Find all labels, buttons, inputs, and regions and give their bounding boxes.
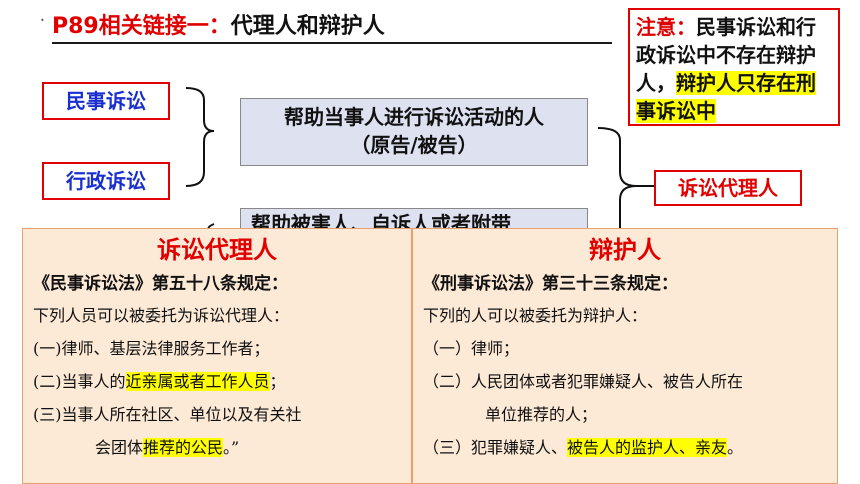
title-prefix: P89相关链接一： — [52, 14, 231, 39]
panel-left-item3-cont: 会团体推荐的公民。” — [33, 431, 401, 464]
panel-right-item1: （一）律师； — [423, 339, 520, 358]
litigation-agent-panel: 诉讼代理人 《民事诉讼法》第五十八条规定： 下列人员可以被委托为诉讼代理人： (… — [22, 228, 412, 484]
item3-highlight: 推荐的公民 — [143, 438, 224, 457]
title-underline — [52, 42, 612, 44]
r-item3-prefix: （三）犯罪嫌疑人、 — [423, 438, 568, 457]
panel-right-item2-cont: 单位推荐的人； — [485, 405, 598, 424]
right-brace — [597, 127, 637, 228]
item3-prefix: 会团体 — [95, 438, 144, 457]
helper-definition-box: 帮助当事人进行诉讼活动的人 （原告/被告） — [240, 98, 588, 166]
panel-right-law: 《刑事诉讼法》第三十三条规定： — [423, 274, 678, 294]
civil-litigation-box: 民事诉讼 — [42, 82, 170, 120]
defender-panel: 辩护人 《刑事诉讼法》第三十三条规定： 下列的人可以被委托为辩护人： （一）律师… — [412, 228, 838, 484]
panel-left-item2: (二)当事人的近亲属或者工作人员； — [33, 365, 401, 398]
note-text: 民事诉讼和行政诉讼中不存在辩护人， — [636, 15, 816, 95]
panel-left-intro: 下列人员可以被委托为诉讼代理人： — [33, 306, 290, 325]
page-title: P89相关链接一：代理人和辩护人 — [52, 8, 385, 40]
r-item3-suffix: 。 — [727, 438, 744, 457]
panel-right-item2: （二）人民团体或者犯罪嫌疑人、被告人所在 — [423, 372, 744, 391]
helper-definition-line1: 帮助当事人进行诉讼活动的人 — [284, 105, 544, 129]
title-main: 代理人和辩护人 — [230, 14, 385, 39]
r-item3-highlight: 被告人的监护人、亲友 — [567, 438, 728, 457]
item2-suffix: ； — [269, 372, 286, 391]
item2-prefix: (二)当事人的 — [33, 372, 126, 391]
title-bullet-dot: • — [40, 16, 45, 25]
panel-right-intro: 下列的人可以被委托为辩护人： — [423, 306, 648, 325]
left-brace — [185, 87, 215, 187]
panel-left-title: 诉讼代理人 — [157, 236, 277, 264]
helper-definition-line2: （原告/被告） — [350, 133, 478, 157]
panel-left-law: 《民事诉讼法》第五十八条规定： — [33, 274, 288, 294]
panel-right-title: 辩护人 — [589, 236, 661, 264]
litigation-agent-box: 诉讼代理人 — [654, 170, 802, 206]
note-box: 注意：民事诉讼和行政诉讼中不存在辩护人，辩护人只存在刑事诉讼中 — [628, 8, 840, 126]
panel-right-item3: （三）犯罪嫌疑人、被告人的监护人、亲友。 — [423, 431, 827, 464]
note-label: 注意： — [636, 15, 696, 39]
administrative-litigation-box: 行政诉讼 — [42, 162, 170, 200]
panel-left-item3: (三)当事人所在社区、单位以及有关社 — [33, 405, 302, 424]
panel-left-item1: (一)律师、基层法律服务工作者； — [33, 339, 270, 358]
item3-suffix: 。” — [223, 438, 240, 457]
item2-highlight: 近亲属或者工作人员 — [125, 372, 270, 391]
